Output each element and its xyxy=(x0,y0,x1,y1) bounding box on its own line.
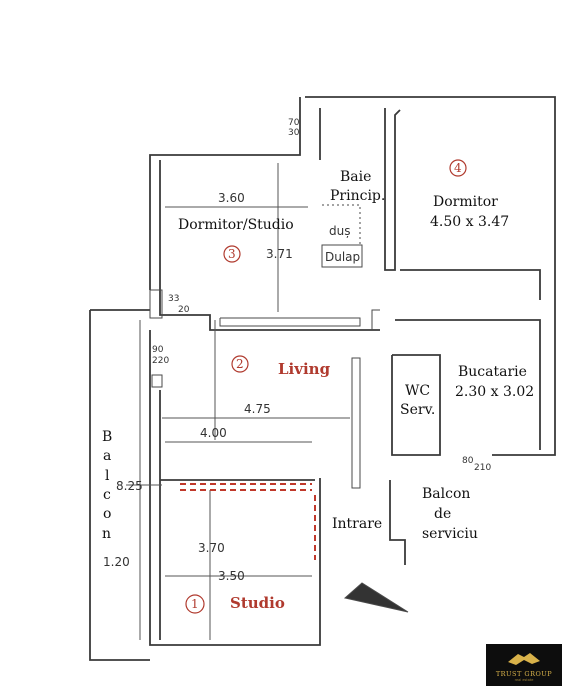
dim-1-20: 1.20 xyxy=(103,555,130,569)
dim-210: 210 xyxy=(474,463,491,473)
dim-8-25: 8.25 xyxy=(116,479,143,493)
dimension-lines xyxy=(126,163,409,640)
room-dims-bucatarie: 2.30 x 3.02 xyxy=(455,384,534,400)
logo-tagline: real estate xyxy=(514,678,534,682)
svg-text:4: 4 xyxy=(454,161,462,175)
room-number-2: 2 xyxy=(231,355,249,373)
dim-33: 33 xyxy=(168,294,179,304)
balcon-letter: c xyxy=(103,487,111,503)
room-label-dormitor: Dormitor xyxy=(433,194,498,210)
outer-walls xyxy=(89,96,556,661)
trust-group-logo: TRUST GROUP real estate xyxy=(486,644,562,686)
room-label-bucatarie: Bucatarie xyxy=(458,364,527,380)
balcon-letter: o xyxy=(103,506,111,522)
room-number-1: 1 xyxy=(185,594,205,614)
logo-name: TRUST GROUP xyxy=(495,670,553,678)
room-label-balcon-serviciu-2: de xyxy=(434,506,451,522)
room-number-4: 4 xyxy=(449,159,467,177)
room-label-wc-1: WC xyxy=(405,383,430,399)
dim-4-00: 4.00 xyxy=(200,426,227,440)
interior-walls xyxy=(149,108,541,640)
room-label-dulap: Dulap xyxy=(325,250,360,264)
room-label-balcon-serviciu-1: Balcon xyxy=(422,486,470,502)
balcon-letter: l xyxy=(105,468,110,484)
dim-3-60: 3.60 xyxy=(218,191,245,205)
handshake-icon xyxy=(508,653,540,665)
room-label-wc-2: Serv. xyxy=(400,402,435,418)
room-label-balcon-serviciu-3: serviciu xyxy=(422,526,478,542)
room-dims-dormitor: 4.50 x 3.47 xyxy=(430,214,509,230)
balcon-letter: n xyxy=(102,526,111,542)
dim-3-70: 3.70 xyxy=(198,541,225,555)
dim-4-75: 4.75 xyxy=(244,402,271,416)
dim-80: 80 xyxy=(462,456,474,466)
dim-90: 90 xyxy=(152,345,164,355)
room-label-baie-1: Baie xyxy=(340,169,371,185)
room-label-dus: duș xyxy=(329,224,350,238)
dim-3-50: 3.50 xyxy=(218,569,245,583)
svg-text:2: 2 xyxy=(236,357,244,371)
balcon-letter: B xyxy=(102,429,112,445)
dim-3-71: 3.71 xyxy=(266,247,293,261)
room-label-living: Living xyxy=(278,360,331,378)
room-label-dormitor-studio: Dormitor/Studio xyxy=(178,217,294,233)
room-number-3: 3 xyxy=(223,245,241,263)
room-label-balcon: B a l c o n xyxy=(102,429,112,542)
dim-30: 30 xyxy=(288,128,300,138)
room-label-baie-2: Princip. xyxy=(330,188,385,204)
room-label-studio: Studio xyxy=(230,594,285,612)
dim-220: 220 xyxy=(152,356,169,366)
svg-text:1: 1 xyxy=(191,597,199,611)
balcon-letter: a xyxy=(103,448,111,464)
room-label-intrare: Intrare xyxy=(332,516,382,532)
dim-70: 70 xyxy=(288,118,300,128)
dim-20: 20 xyxy=(178,305,190,315)
svg-text:3: 3 xyxy=(228,247,236,261)
